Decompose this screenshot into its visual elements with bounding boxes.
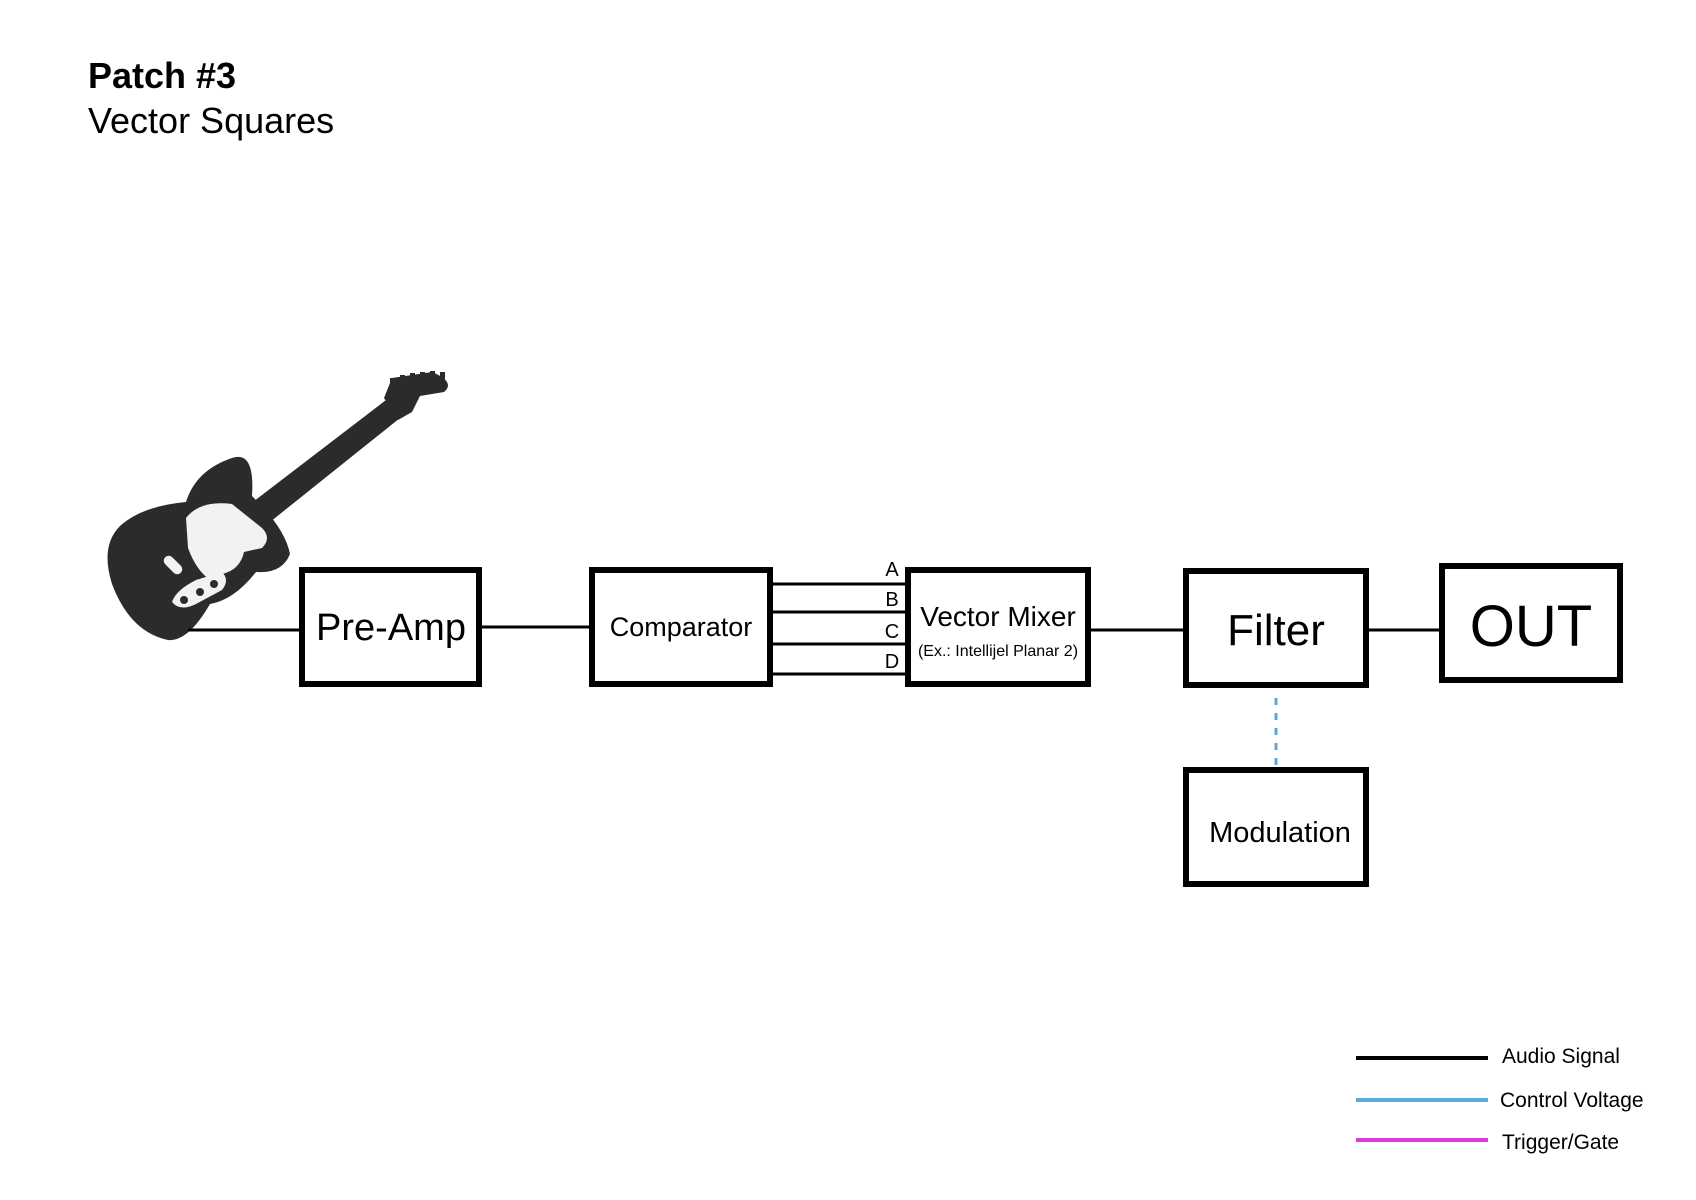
modulation-module: Modulation bbox=[1183, 767, 1369, 887]
comparator-module: Comparator bbox=[589, 567, 773, 687]
vector-mixer-module: Vector Mixer (Ex.: Intellijel Planar 2) bbox=[905, 567, 1091, 687]
filter-module: Filter bbox=[1183, 568, 1369, 688]
filter-label: Filter bbox=[1227, 606, 1325, 655]
patch-title: Patch #3 bbox=[88, 55, 237, 96]
out-label: OUT bbox=[1470, 594, 1592, 659]
channel-label-c: C bbox=[885, 621, 899, 643]
preamp-module: Pre-Amp bbox=[299, 567, 482, 687]
patch-subtitle: Vector Squares bbox=[88, 100, 335, 141]
comparator-label: Comparator bbox=[610, 612, 753, 642]
legend-label-trigger: Trigger/Gate bbox=[1502, 1131, 1620, 1154]
legend-label-cv: Control Voltage bbox=[1500, 1089, 1644, 1112]
legend-label-audio: Audio Signal bbox=[1502, 1045, 1620, 1068]
channel-label-a: A bbox=[885, 559, 899, 581]
channel-label-d: D bbox=[885, 651, 899, 673]
vector-mixer-note: (Ex.: Intellijel Planar 2) bbox=[918, 643, 1078, 660]
modulation-label: Modulation bbox=[1209, 817, 1351, 849]
legend bbox=[1356, 1056, 1488, 1142]
electric-guitar-icon bbox=[107, 371, 448, 641]
preamp-label: Pre-Amp bbox=[316, 607, 466, 649]
vector-mixer-label: Vector Mixer bbox=[920, 601, 1076, 632]
channel-label-b: B bbox=[885, 589, 898, 611]
out-module: OUT bbox=[1439, 563, 1623, 683]
